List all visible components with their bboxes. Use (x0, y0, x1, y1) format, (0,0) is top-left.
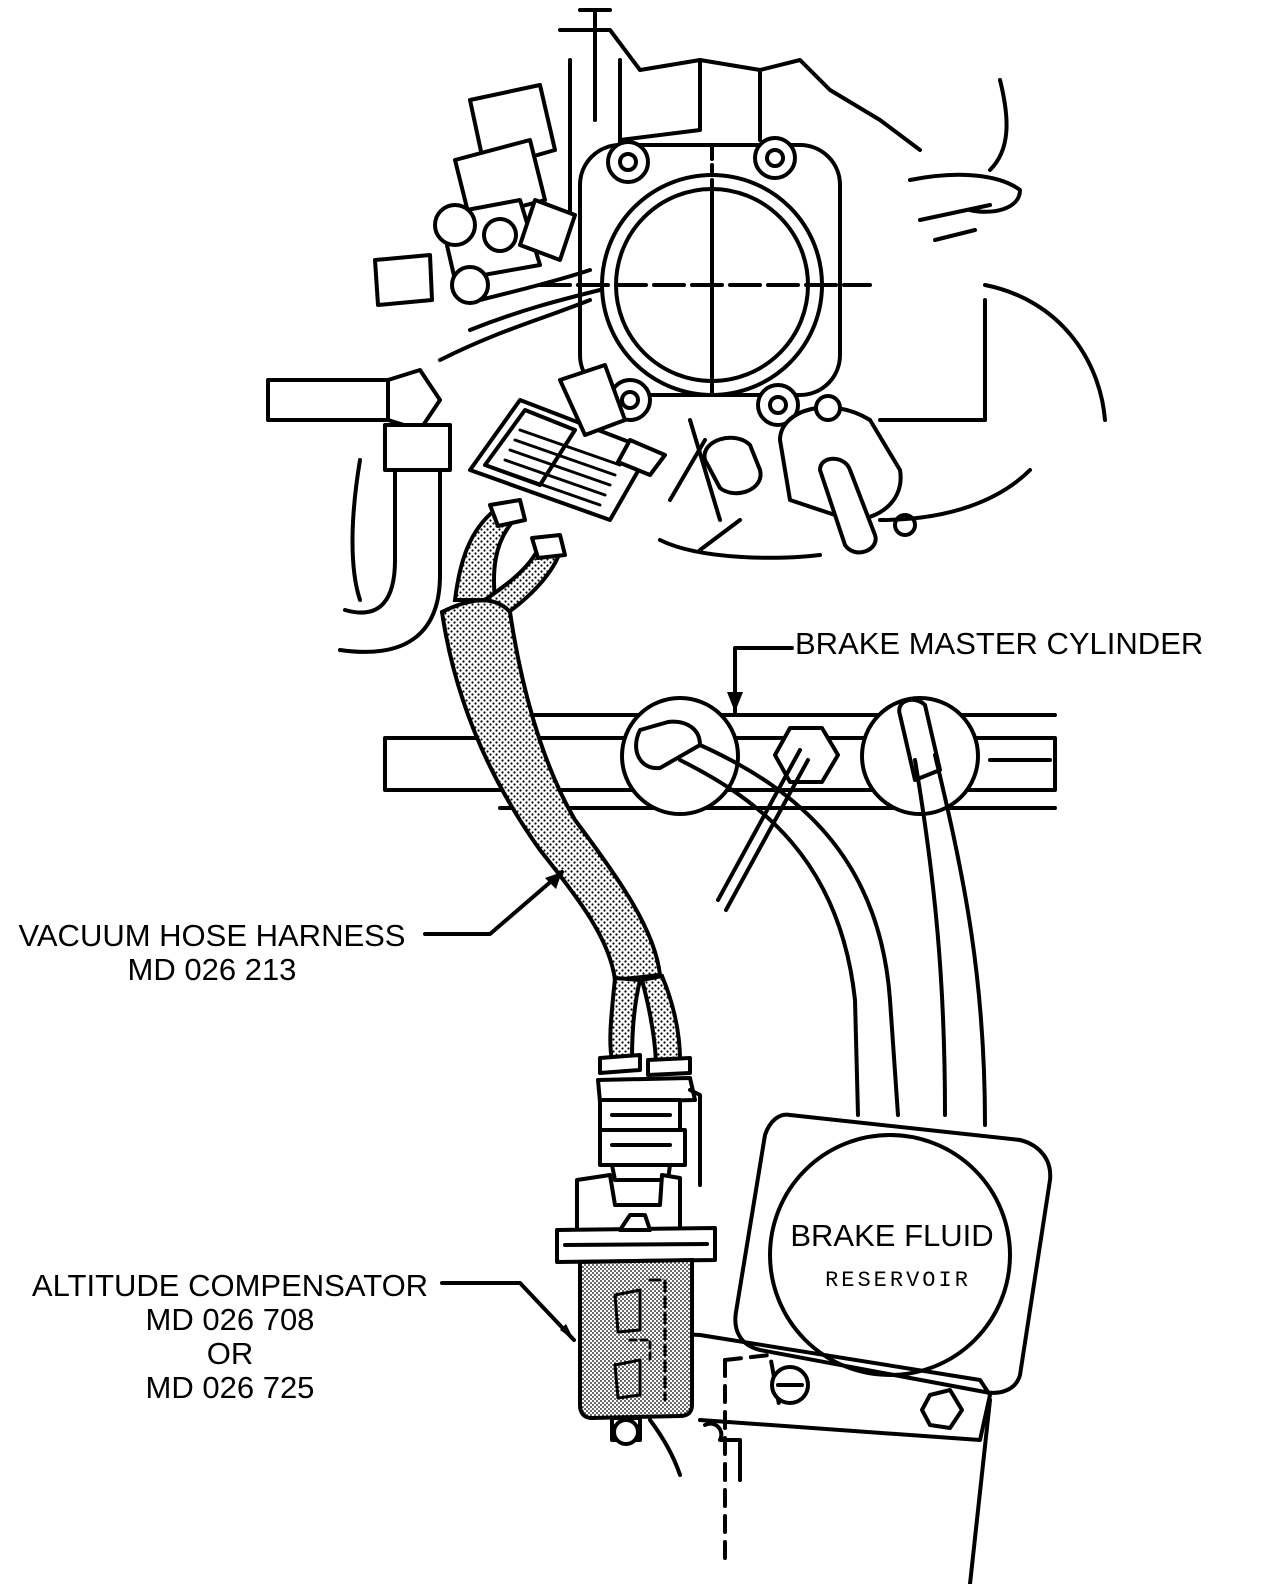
altitude-compensator (555, 1076, 717, 1477)
label-altitude-compensator-part-b: MD 026 725 (146, 1370, 315, 1405)
label-altitude-compensator-or: OR (207, 1336, 254, 1371)
label-vacuum-hose-harness: VACUUM HOSE HARNESS (19, 918, 406, 953)
brake-fluid-reservoir (598, 1112, 1053, 1584)
vacuum-hose-harness (439, 498, 692, 1077)
label-altitude-compensator-part-a: MD 026 708 (146, 1302, 315, 1337)
right-engine-outline (658, 78, 1107, 560)
label-vacuum-hose-harness-part: MD 026 213 (128, 952, 297, 987)
coolant-pipe (338, 423, 452, 654)
idle-control-valve (668, 394, 917, 555)
brake-lines (678, 743, 987, 1127)
left-tube-stub (266, 368, 442, 432)
label-reservoir: RESERVOIR (825, 1268, 971, 1293)
vacuum-connector-block (468, 363, 667, 522)
left-sensors (373, 83, 602, 362)
throttle-body-assembly (266, 8, 1107, 654)
throttle-bore (538, 143, 872, 397)
label-altitude-compensator: ALTITUDE COMPENSATOR (32, 1268, 428, 1303)
label-brake-fluid: BRAKE FLUID (790, 1218, 993, 1253)
leader-lines (423, 646, 794, 1342)
label-brake-master-cylinder: BRAKE MASTER CYLINDER (795, 626, 1203, 661)
